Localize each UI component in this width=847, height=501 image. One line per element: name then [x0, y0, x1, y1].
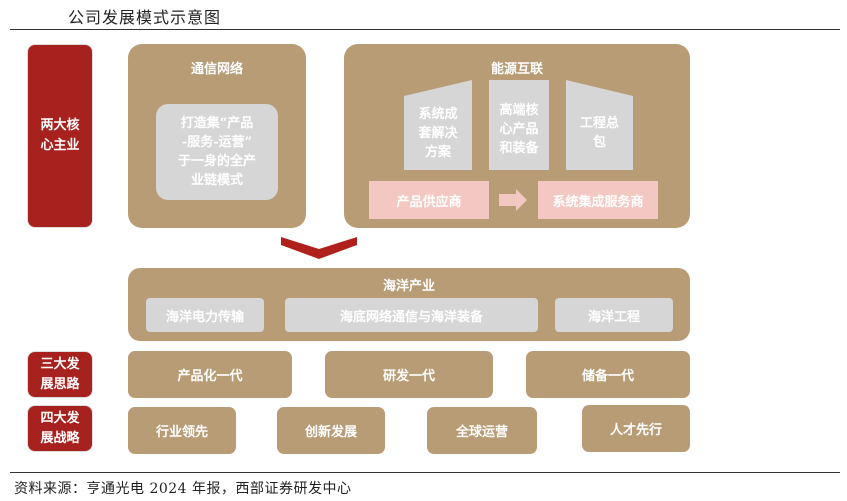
ocean-item-engineering: 海洋工程 [555, 298, 673, 332]
energy-interconnect-title: 能源互联 [490, 62, 543, 77]
diagram-title: 公司发展模式示意图 [68, 8, 222, 27]
thinking-item-reserve: 储备一代 [526, 351, 690, 398]
energy-shape-middle [489, 80, 549, 170]
label-development-thinking: 三大发 展思路 [27, 351, 93, 398]
system-integrator-box: 系统集成服务商 [538, 181, 658, 219]
bottom-divider [10, 472, 840, 473]
top-divider [10, 29, 840, 30]
telecom-network-title: 通信网络 [190, 62, 243, 77]
telecom-network-block: 通信网络 打造集“产品 -服务-运营” 于一身的全产 业链模式 [128, 44, 306, 228]
strategy-item-global-operations: 全球运营 [427, 407, 537, 454]
strategy-item-innovation: 创新发展 [277, 407, 385, 454]
arrow-right-icon [499, 189, 527, 211]
label-core-business: 两大核 心主业 [27, 44, 93, 228]
energy-shape-layer [404, 80, 633, 211]
ocean-item-power: 海洋电力传输 [146, 298, 264, 332]
ocean-item-subsea-network: 海底网络通信与海洋装备 [285, 298, 538, 332]
energy-item-epc: 工程总 包 [579, 116, 619, 150]
strategy-item-talent-first: 人才先行 [582, 405, 690, 452]
source-note: 资料来源：亨通光电 2024 年报，西部证券研发中心 [14, 481, 352, 497]
energy-shape-right [566, 80, 633, 170]
label-development-strategy: 四大发 展战略 [27, 405, 93, 452]
telecom-network-description: 打造集“产品 -服务-运营” 于一身的全产 业链模式 [156, 104, 278, 200]
ocean-industry-title: 海洋产业 [382, 279, 435, 294]
product-supplier-box: 产品供应商 [369, 181, 489, 219]
energy-shape-left [404, 80, 472, 170]
energy-item-solutions: 系统成 套解决 方案 [418, 106, 458, 160]
strategy-item-industry-leading: 行业领先 [128, 407, 236, 454]
energy-item-core-products: 高端核 心产品 和装备 [499, 102, 539, 156]
chevron-down-icon [281, 237, 357, 259]
thinking-item-productization: 产品化一代 [128, 351, 292, 398]
thinking-item-research: 研发一代 [325, 351, 493, 398]
